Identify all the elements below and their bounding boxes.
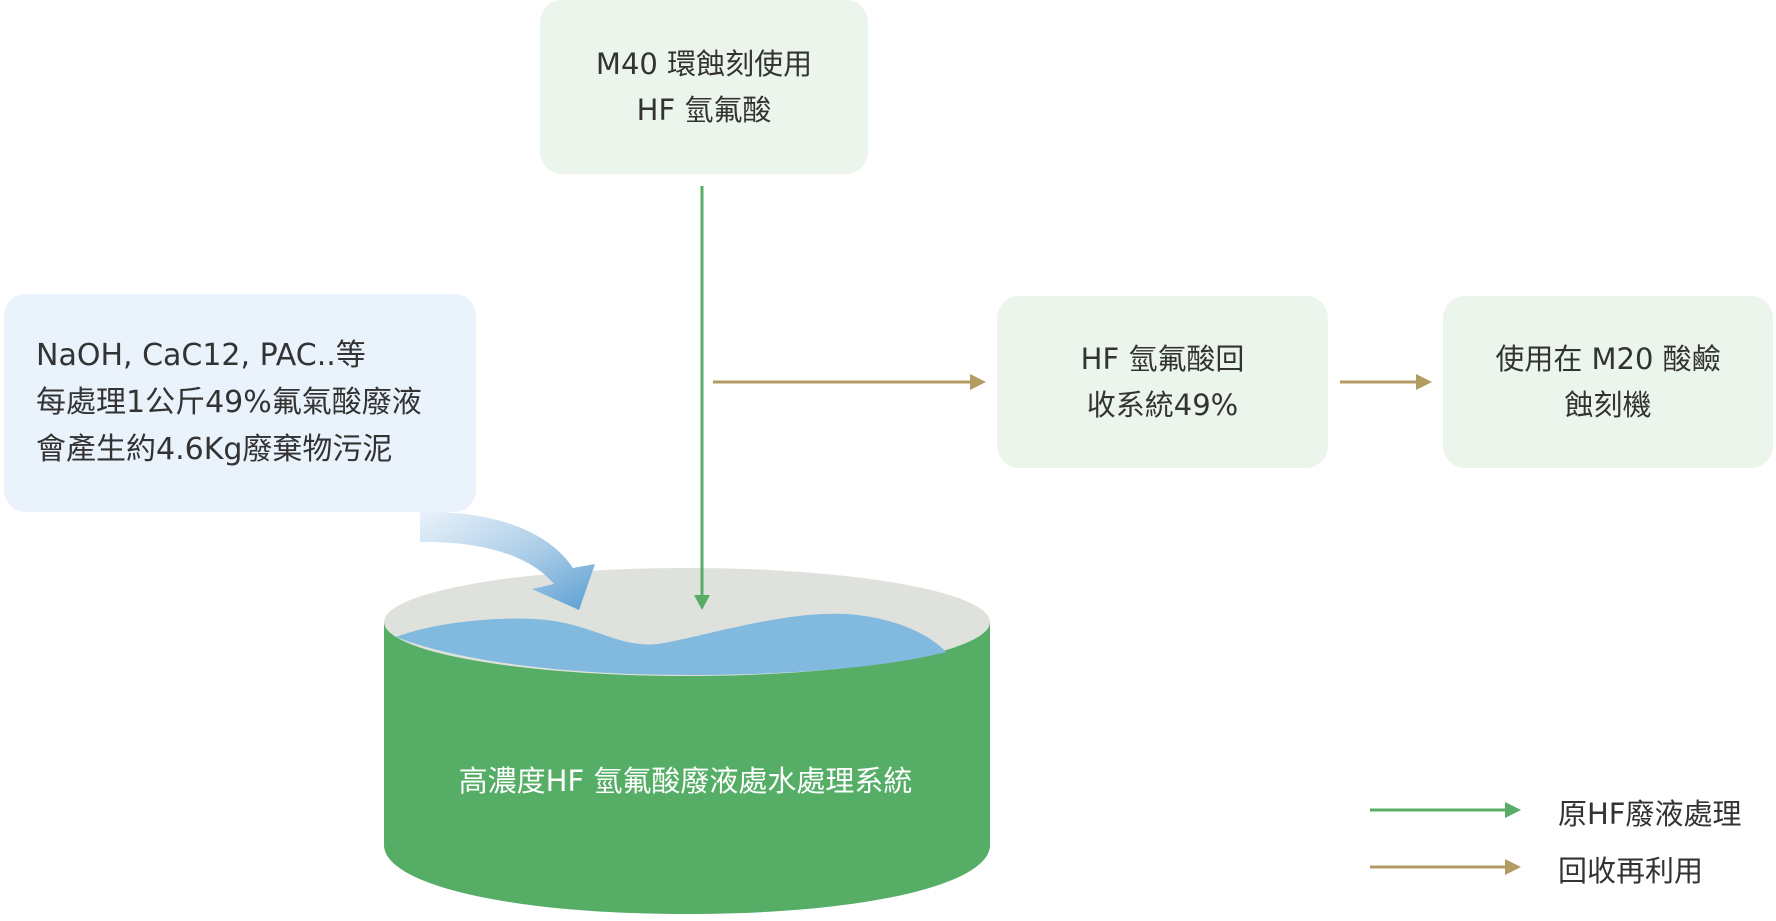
green-arrowhead-icon	[694, 595, 710, 610]
recovery-flow-arrow-2	[1340, 374, 1432, 390]
green-flow-arrow	[694, 186, 710, 610]
wastewater-tank	[384, 568, 990, 914]
gold-arrowhead-1-icon	[970, 374, 986, 390]
gold-arrowhead-2-icon	[1416, 374, 1432, 390]
recovery-system-box: HF 氫氟酸回 收系統49%	[997, 296, 1328, 468]
chemical-dosing-arrow	[420, 511, 595, 610]
tank-water-surface	[396, 613, 946, 675]
tank-body	[384, 622, 990, 914]
source-box: M40 環蝕刻使用 HF 氫氟酸	[540, 0, 868, 174]
source-box-text: M40 環蝕刻使用 HF 氫氟酸	[596, 41, 812, 133]
legend-recycling-label: 回收再利用	[1558, 854, 1704, 888]
recovery-system-line-1: HF 氫氟酸回	[1080, 342, 1245, 376]
tank-label: 高濃度HF 氫氟酸廢液處水處理系統	[458, 764, 913, 798]
legend-green-arrowhead-icon	[1505, 802, 1521, 818]
legend-original-treatment-label: 原HF廢液處理	[1558, 797, 1742, 831]
reuse-machine-box: 使用在 M20 酸鹼 蝕刻機	[1443, 296, 1773, 468]
recovery-system-line-2: 收系統49%	[1086, 388, 1239, 422]
reuse-machine-line-2: 蝕刻機	[1564, 388, 1652, 422]
recovery-system-text: HF 氫氟酸回 收系統49%	[1081, 336, 1245, 428]
reuse-machine-line-1: 使用在 M20 酸鹼	[1495, 342, 1721, 376]
chemical-info-line-2: 每處理1公斤49%氟氣酸廢液	[36, 385, 422, 420]
legend-gold-arrowhead-icon	[1505, 859, 1521, 875]
chemical-info-line-1: NaOH, CaC12, PAC..等	[36, 338, 366, 373]
legend-green-arrow	[1370, 802, 1521, 818]
recovery-flow-arrow-1	[713, 374, 986, 390]
source-box-line-1: M40 環蝕刻使用	[595, 47, 813, 81]
curved-blue-arrow-icon	[420, 511, 595, 610]
source-box-line-2: HF 氫氟酸	[636, 93, 772, 127]
chemical-info-box: NaOH, CaC12, PAC..等 每處理1公斤49%氟氣酸廢液 會產生約4…	[4, 294, 476, 512]
legend-gold-arrow	[1370, 859, 1521, 875]
reuse-machine-text: 使用在 M20 酸鹼 蝕刻機	[1495, 336, 1720, 428]
chemical-info-line-3: 會產生約4.6Kg廢棄物污泥	[36, 432, 393, 467]
